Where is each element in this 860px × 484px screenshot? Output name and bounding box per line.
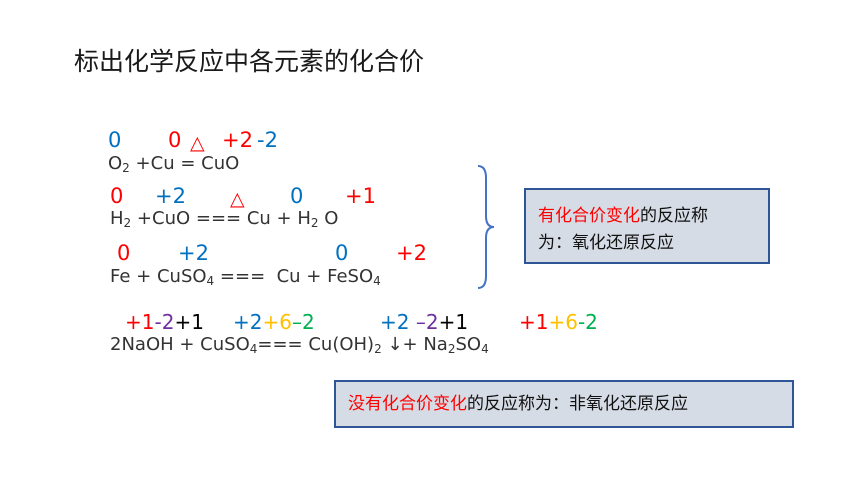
definition-text: 的反应称为：非氧化还原反应 [467,394,688,414]
equation-2: H2 +CuO === Cu + H2 O [110,208,339,230]
page-title: 标出化学反应中各元素的化合价 [74,47,425,76]
valence-label: 0 [335,241,349,265]
valence-label: 0 [110,184,124,208]
equation-4: 2NaOH + CuSO4=== Cu(OH)2 ↓+ Na2SO4 [110,334,489,356]
valence-label: 0 [168,128,182,152]
valence-row: +2 –2+1 [380,310,469,334]
valence-label: -2 [257,128,278,152]
valence-label: +2 [222,128,253,152]
valence-label: 0 [290,184,304,208]
highlight-text: 没有化合价变化 [348,394,467,414]
valence-row: +2+6–2 [233,310,315,334]
definition-text: 的反应称 [640,206,708,226]
heat-triangle-icon: △ [190,132,205,154]
equation-3: Fe + CuSO4 === Cu + FeSO4 [110,266,381,288]
valence-label: 0 [108,128,122,152]
valence-label: +2 [155,184,186,208]
valence-row: +1+6-2 [519,310,598,334]
valence-label: +2 [396,241,427,265]
definition-text: 为：氧化还原反应 [538,233,674,253]
non-redox-definition-box: 没有化合价变化的反应称为：非氧化还原反应 [334,380,794,428]
valence-label: +2 [178,241,209,265]
right-brace-icon [477,165,495,289]
equation-1: O2 +Cu = CuO [108,153,240,175]
heat-triangle-icon: △ [230,188,245,210]
highlight-text: 有化合价变化 [538,206,640,226]
valence-label: 0 [117,241,131,265]
valence-row: +1-2+1 [125,310,204,334]
valence-label: +1 [345,184,376,208]
redox-definition-box: 有化合价变化的反应称 为：氧化还原反应 [524,188,770,264]
